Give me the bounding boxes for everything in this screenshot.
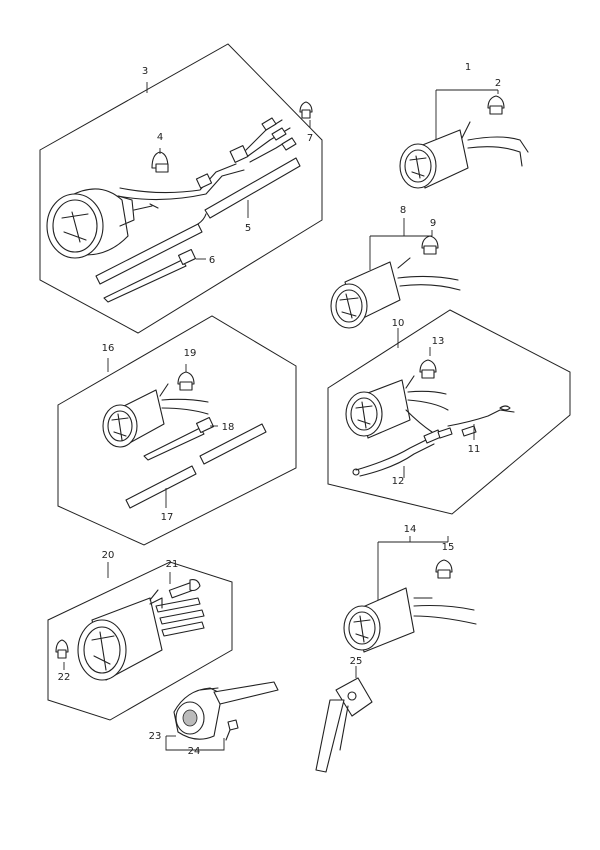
callout-20: 20 xyxy=(102,550,115,561)
part-17-tube xyxy=(125,423,267,509)
group-16-gauge-kit: 16 17 18 19 xyxy=(57,315,297,546)
part-25-arm: 25 xyxy=(315,656,373,773)
group-10-frame xyxy=(327,309,571,515)
group-20-frame xyxy=(47,561,233,721)
callout-1: 1 xyxy=(465,62,471,73)
callout-17: 17 xyxy=(161,512,174,523)
callout-10: 10 xyxy=(392,318,405,329)
part-22-bulb xyxy=(55,639,69,659)
callout-22: 22 xyxy=(58,672,71,683)
callout-23: 23 xyxy=(149,731,162,742)
callout-3: 3 xyxy=(142,66,148,77)
part-14-gauge xyxy=(343,587,477,653)
group-10-gauge-kit: 10 11 12 13 xyxy=(327,309,571,515)
part-10-gauge xyxy=(345,375,449,439)
callout-25: 25 xyxy=(350,656,363,667)
callout-8: 8 xyxy=(400,205,406,216)
part-8-gauge xyxy=(330,257,461,329)
part-12-harness xyxy=(352,427,453,477)
part-9-bulb xyxy=(421,235,439,255)
group-3-tachometer-kit: 3 4 5 6 7 xyxy=(39,43,323,334)
callout-9: 9 xyxy=(430,218,436,229)
part-11-harness xyxy=(447,405,515,437)
group-1-gauge: 1 2 xyxy=(399,62,529,189)
part-4-bulb xyxy=(151,151,169,173)
part-15-bulb xyxy=(435,559,453,579)
part-1-gauge xyxy=(399,121,529,189)
part-20-gauge xyxy=(77,589,205,681)
callout-13: 13 xyxy=(432,336,445,347)
callout-14: 14 xyxy=(404,524,417,535)
callout-11: 11 xyxy=(468,444,481,455)
callout-24: 24 xyxy=(188,746,201,757)
callout-4: 4 xyxy=(157,132,163,143)
callout-5: 5 xyxy=(245,223,251,234)
callout-2: 2 xyxy=(495,78,501,89)
part-18-tie xyxy=(143,416,215,461)
part-21-bulb xyxy=(168,579,201,599)
part-13-bulb xyxy=(419,359,437,379)
connector-block xyxy=(195,117,297,189)
callout-6: 6 xyxy=(209,255,215,266)
part-24-screw xyxy=(225,719,239,741)
part-16-gauge xyxy=(102,383,209,448)
callout-21: 21 xyxy=(166,559,179,570)
callout-19: 19 xyxy=(184,348,197,359)
callout-7: 7 xyxy=(307,133,313,144)
part-5-tube xyxy=(95,157,301,285)
part-6-tie xyxy=(103,248,197,303)
part-23-bracket xyxy=(173,681,279,740)
callout-18: 18 xyxy=(222,422,235,433)
callout-12: 12 xyxy=(392,476,405,487)
group-8-gauge: 8 9 xyxy=(330,205,461,329)
group-3-frame xyxy=(39,43,323,334)
part-2-bulb xyxy=(487,95,505,115)
part-7-bulb xyxy=(299,101,313,119)
group-14-gauge: 14 15 xyxy=(343,524,477,653)
tachometer-gauge xyxy=(46,163,245,259)
group-20-gauge-kit: 20 21 22 xyxy=(47,550,233,721)
callout-16: 16 xyxy=(102,343,115,354)
callout-15: 15 xyxy=(442,542,455,553)
group-16-frame xyxy=(57,315,297,546)
part-19-bulb xyxy=(177,371,195,391)
